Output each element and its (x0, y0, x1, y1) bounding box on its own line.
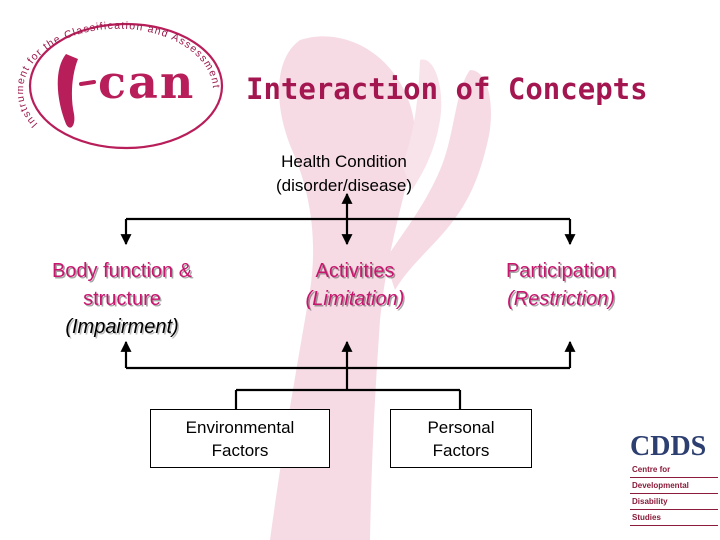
health-condition-label: Health Condition (281, 152, 407, 171)
participation: Participation (Restriction) (476, 257, 646, 313)
participation-label: Participation (505, 260, 617, 282)
page-title: Interaction of Concepts (246, 72, 648, 106)
health-condition-sublabel: (disorder/disease) (275, 176, 413, 195)
restriction-label: (Restriction) (507, 288, 615, 310)
cdds-logo: CDDS Centre for Developmental Disability… (630, 432, 720, 540)
activities-label: Activities (315, 260, 395, 282)
personal-label: Personal (427, 418, 495, 437)
personal-factors-label: Factors (432, 441, 490, 460)
limitation-label: (Limitation) (305, 288, 405, 310)
environmental-factors-label: Factors (211, 441, 269, 460)
health-condition: Health Condition (disorder/disease) (228, 150, 460, 198)
body-structure-label: structure (83, 288, 161, 310)
cdds-line: Centre for (630, 462, 718, 478)
ican-logo: Instrument for the Classification and As… (18, 14, 224, 150)
cdds-line: Studies (630, 510, 718, 526)
cdds-line: Disability (630, 494, 718, 510)
personal-factors-box: Personal Factors (390, 409, 532, 468)
activities: Activities (Limitation) (270, 257, 440, 313)
cdds-line: Developmental (630, 478, 718, 494)
environmental-factors-box: Environmental Factors (150, 409, 330, 468)
cdds-acronym: CDDS (630, 431, 707, 462)
svg-text:can: can (98, 55, 195, 109)
environmental-label: Environmental (185, 418, 295, 437)
body-function-label: Body function & (51, 260, 193, 282)
body-function-structure: Body function & structure (Impairment) (22, 257, 222, 341)
impairment-label: (Impairment) (65, 316, 179, 338)
